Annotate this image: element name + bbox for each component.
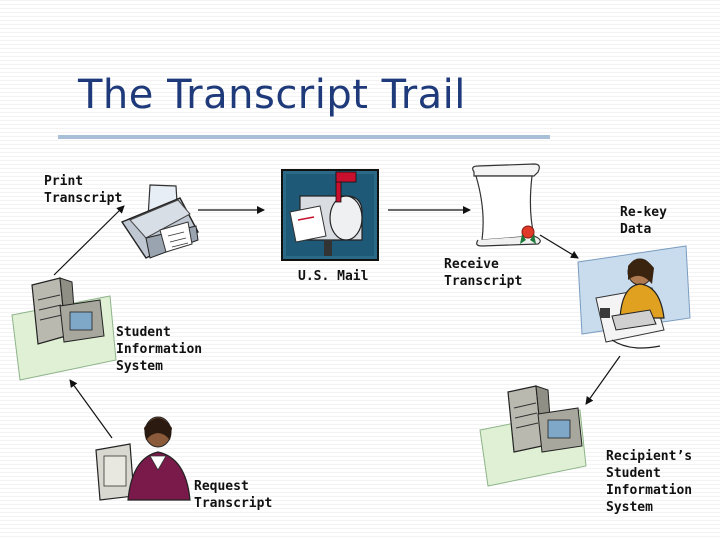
label-receive-transcript: Receive Transcript bbox=[444, 257, 523, 289]
student-system-computer-icon bbox=[11, 277, 117, 381]
rekey-person-icon bbox=[577, 245, 691, 349]
label-request-transcript: Request Transcript bbox=[194, 479, 273, 511]
label-print-transcript: Print Transcript bbox=[44, 174, 123, 206]
label-us-mail: U.S. Mail bbox=[298, 269, 369, 284]
arrow-sis-to-print bbox=[53, 205, 125, 276]
flow-arrows bbox=[53, 205, 621, 439]
slide-title: The Transcript Trail bbox=[78, 72, 466, 118]
transcript-scroll-icon bbox=[472, 163, 541, 247]
arrow-request-to-sis bbox=[69, 379, 113, 439]
mailbox-icon bbox=[281, 169, 379, 261]
label-recipients-information-system: Recipient’s Student Information System bbox=[606, 449, 693, 515]
label-rekey-data: Re-key Data bbox=[620, 205, 667, 237]
title-underline bbox=[58, 135, 550, 139]
request-person-icon bbox=[95, 416, 191, 501]
recipient-system-computer-icon bbox=[479, 385, 587, 487]
arrow-receive-to-rekey bbox=[539, 234, 579, 259]
arrow-rekey-to-recipient-system bbox=[585, 355, 621, 405]
label-student-information-system: Student Information System bbox=[116, 325, 203, 374]
printer-icon bbox=[120, 184, 199, 259]
